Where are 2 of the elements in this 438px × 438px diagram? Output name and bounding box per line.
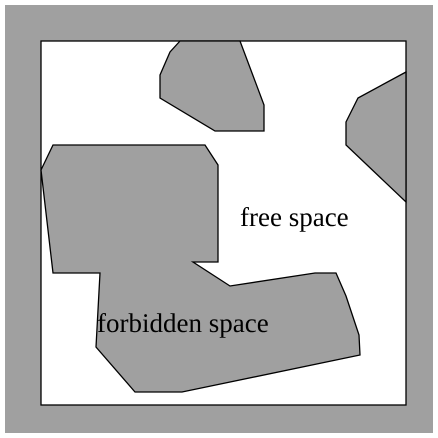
region-label: forbidden space (97, 310, 269, 337)
region-label: free space (240, 204, 349, 231)
